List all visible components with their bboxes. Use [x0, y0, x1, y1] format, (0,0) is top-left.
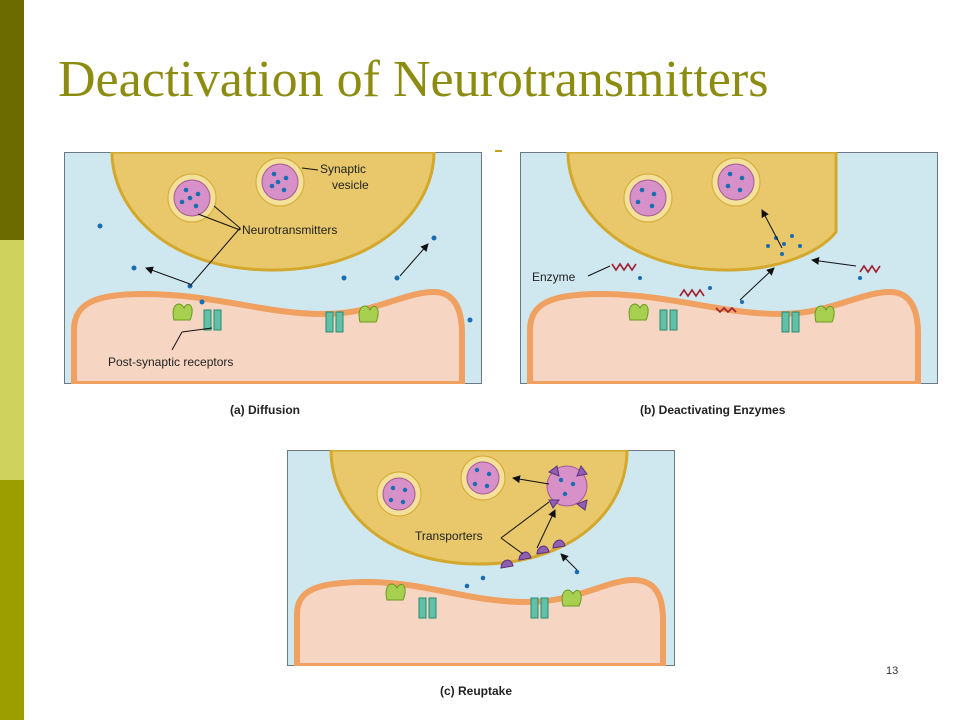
label-synaptic-vesicle-line1: Synaptic	[320, 162, 366, 176]
label-neurotransmitters: Neurotransmitters	[242, 223, 337, 237]
caption-diffusion: (a) Diffusion	[230, 403, 300, 417]
enzyme-molecules	[611, 262, 881, 314]
caption-reuptake: (c) Reuptake	[440, 684, 513, 698]
slide-title: Deactivation of Neurotransmitters	[58, 51, 769, 108]
panel-reuptake: Transporters	[287, 450, 675, 666]
label-transporters: Transporters	[415, 529, 483, 543]
slide-number: 13	[886, 665, 899, 677]
title-accent-mark	[495, 150, 502, 152]
caption-deactivating-enzymes: (b) Deactivating Enzymes	[640, 403, 786, 417]
label-enzyme: Enzyme	[532, 270, 576, 284]
panel-deactivating-enzymes: Enzyme	[520, 152, 938, 384]
label-synaptic-vesicle-line2: vesicle	[332, 178, 369, 192]
label-post-synaptic-receptors: Post-synaptic receptors	[108, 355, 233, 369]
transporters	[500, 464, 588, 569]
neurotransmitter-dots	[97, 171, 473, 323]
sidebar-block-light	[0, 240, 24, 480]
panel-diffusion: Synaptic vesicle Neurotransmitters Post-…	[64, 152, 482, 384]
sidebar-block-mid	[0, 480, 24, 720]
sidebar-block-dark	[0, 0, 24, 240]
post-synaptic-receptors	[172, 303, 379, 333]
